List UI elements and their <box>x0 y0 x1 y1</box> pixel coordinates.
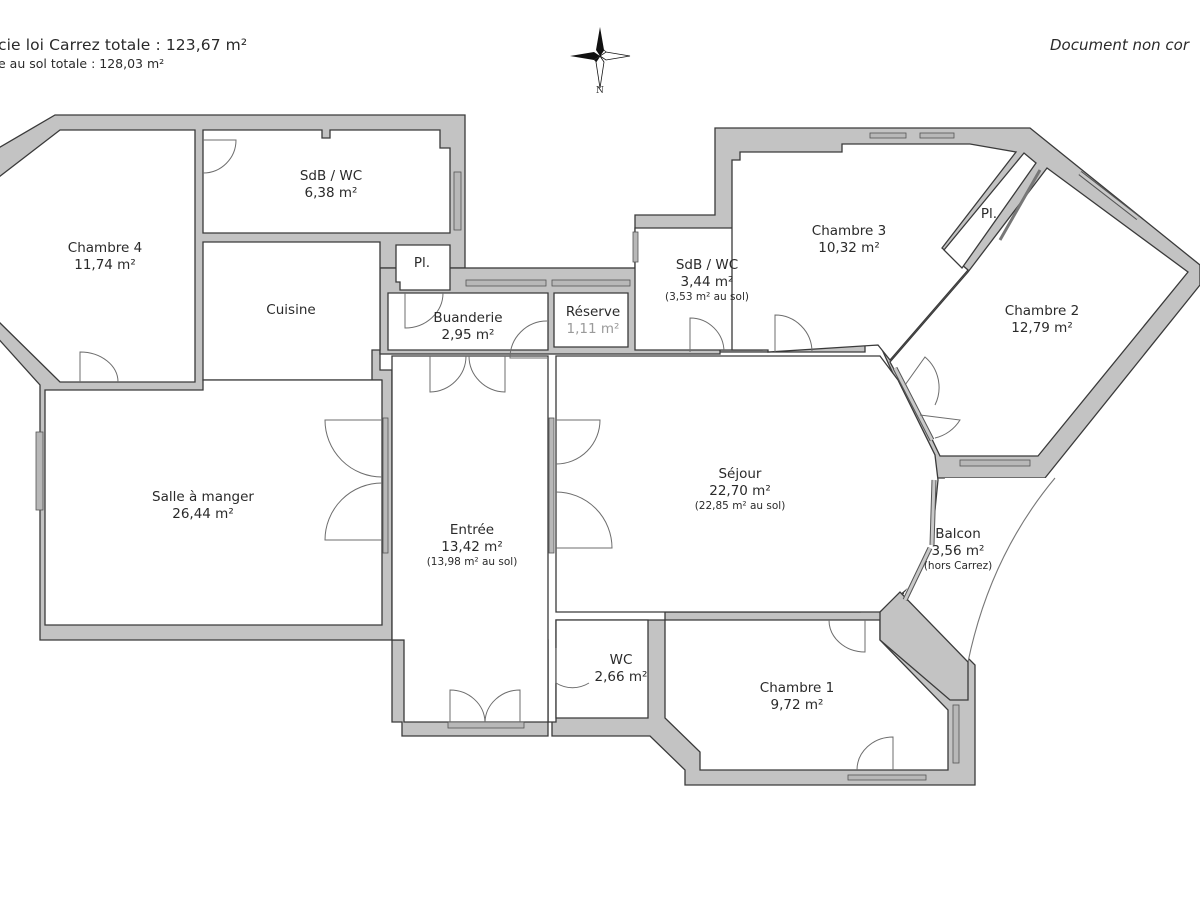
door-chambre4 <box>79 351 119 383</box>
label-chambre-3: Chambre 3 10,32 m² <box>811 223 887 256</box>
label-balcon: Balcon 3,56 m² (hors Carrez) <box>923 526 993 572</box>
windows <box>35 132 1140 781</box>
label-sejour: Séjour 22,70 m² (22,85 m² au sol) <box>694 466 786 512</box>
door-chambre1-top <box>828 619 866 653</box>
room-placard-1 <box>395 244 451 291</box>
disclaimer: Document non cor <box>1050 36 1190 54</box>
door-wc <box>555 648 590 689</box>
label-buanderie: Buanderie 2,95 m² <box>433 310 503 343</box>
floor-total: e au sol totale : 128,03 m² <box>0 56 165 71</box>
balcony <box>900 477 1056 663</box>
door-entree-1 <box>449 689 486 723</box>
room-placard-2 <box>943 152 1037 270</box>
room-chambre-2 <box>889 167 1189 457</box>
door-chambre2-2 <box>919 414 961 439</box>
label-salle-a-manger: Salle à manger 26,44 m² <box>152 489 254 522</box>
door-chambre2-1 <box>904 356 940 406</box>
door-placard1 <box>404 292 444 329</box>
label-reserve: Réserve 1,11 m² <box>565 304 621 337</box>
room-chambre-4 <box>0 129 196 383</box>
door-sdb2 <box>689 317 725 353</box>
door-buanderie-2 <box>468 355 506 393</box>
room-wc <box>555 619 649 719</box>
label-wc: WC 2,66 m² <box>594 652 648 685</box>
room-reserve <box>553 292 629 348</box>
surface-summary: cie loi Carrez totale : 123,67 m² e au s… <box>0 36 247 71</box>
room-salle-a-manger <box>44 379 383 626</box>
label-entree: Entrée 13,42 m² (13,98 m² au sol) <box>426 522 518 568</box>
label-cuisine: Cuisine <box>266 302 316 318</box>
label-chambre-4: Chambre 4 11,74 m² <box>67 240 143 273</box>
door-buanderie-1 <box>429 355 467 393</box>
door-buanderie-in <box>509 320 548 359</box>
compass-north-label: N <box>596 86 604 96</box>
door-salle-2 <box>324 482 383 541</box>
room-entree <box>391 355 549 723</box>
label-placard-1: Pl. <box>413 255 431 271</box>
label-sdb-2: SdB / WC 3,44 m² (3,53 m² au sol) <box>665 257 749 303</box>
doors <box>79 139 961 771</box>
door-entree-2 <box>484 689 521 723</box>
compass-rose-icon <box>570 27 631 89</box>
door-chambre3 <box>774 314 813 353</box>
door-sejour-2 <box>555 491 613 549</box>
door-salle-1 <box>324 419 383 478</box>
label-chambre-2: Chambre 2 12,79 m² <box>1004 303 1080 336</box>
label-chambre-1: Chambre 1 9,72 m² <box>759 680 835 713</box>
door-sejour-1 <box>555 419 601 465</box>
door-chambre1-bottom <box>856 736 894 771</box>
carrez-total: cie loi Carrez totale : 123,67 m² <box>0 36 248 54</box>
room-buanderie <box>387 292 549 351</box>
label-sdb-1: SdB / WC 6,38 m² <box>299 168 363 201</box>
room-sdb-1 <box>202 129 451 234</box>
label-placard-2: Pl. <box>980 206 998 222</box>
wall-wedge <box>879 591 969 701</box>
door-sdb1 <box>202 139 237 174</box>
rooms <box>0 129 1189 771</box>
